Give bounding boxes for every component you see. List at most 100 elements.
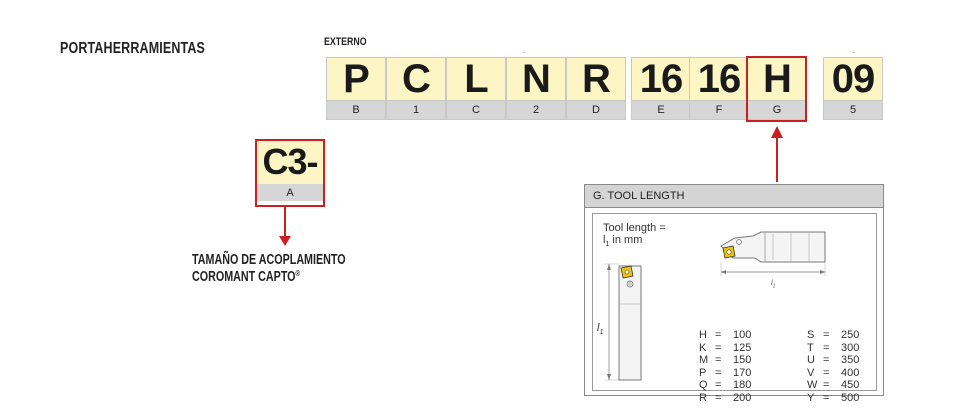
code-key: 1: [386, 100, 446, 120]
code-key: B: [326, 100, 386, 120]
length-arrow-head: [771, 126, 783, 138]
length-code: Y: [807, 391, 815, 404]
length-code: K: [699, 341, 707, 354]
equals-sign: =: [823, 366, 830, 379]
panel-body: Tool length = l1 in mm l1: [592, 213, 877, 404]
length-value: 400: [841, 366, 860, 379]
variant-label: EXTERNO: [324, 36, 367, 48]
code-symbol: H: [747, 57, 807, 101]
length-value: 170: [733, 366, 752, 379]
length-code: S: [807, 329, 815, 341]
tool-top-view-icon: [720, 231, 826, 276]
coupling-symbol: C3-: [256, 140, 324, 184]
code-key: C: [446, 100, 506, 120]
registered-mark: ®: [295, 269, 300, 278]
length-code: W: [807, 379, 818, 391]
coupling-arrow-head: [279, 236, 291, 246]
code-key: D: [566, 100, 626, 120]
length-row: K = 125: [699, 342, 751, 355]
coupling-label-line2: COROMANT CAPTO: [192, 269, 296, 285]
length-row: W=450: [807, 379, 859, 392]
coupling-cell: C3- A: [256, 140, 324, 206]
page-title: PORTAHERRAMIENTAS: [60, 40, 206, 57]
length-value: 100: [733, 329, 752, 341]
separator-tick: [523, 52, 526, 53]
length-code: T: [807, 341, 814, 354]
code-symbol: C: [386, 57, 446, 101]
code-symbol: 09: [823, 57, 883, 101]
tool-length-symbol: l: [603, 234, 606, 246]
equals-sign: =: [823, 379, 830, 391]
length-code: R: [699, 391, 707, 404]
equals-sign: =: [715, 341, 722, 354]
code-symbol: N: [506, 57, 566, 101]
length-row: S = 250: [807, 329, 859, 342]
separator-tick: [852, 52, 855, 53]
length-row: P=170: [699, 367, 751, 380]
side-view-length-label: l1: [597, 322, 603, 336]
tool-length-subscript: 1: [605, 241, 610, 249]
length-row: T = 300: [807, 342, 859, 355]
code-symbol: R: [566, 57, 626, 101]
length-code: U: [807, 354, 815, 366]
equals-sign: =: [715, 354, 722, 366]
equals-sign: =: [715, 366, 722, 379]
panel-title: G. TOOL LENGTH: [585, 185, 883, 208]
equals-sign: =: [823, 329, 830, 341]
length-value: 250: [841, 329, 860, 341]
length-code: V: [807, 366, 815, 379]
length-code: M: [699, 354, 709, 366]
tool-side-view-icon: [605, 263, 642, 381]
tool-length-text: Tool length =: [603, 222, 666, 234]
length-code: Q: [699, 379, 708, 391]
coupling-key: A: [256, 184, 324, 201]
top-view-length-subscript: 1: [772, 283, 776, 290]
length-row: H = 100: [699, 329, 751, 342]
code-key: 5: [823, 100, 883, 120]
length-row: U = 350: [807, 354, 859, 367]
equals-sign: =: [715, 379, 722, 391]
top-view-length-symbol: l: [771, 280, 773, 287]
length-value: 180: [733, 379, 752, 391]
length-value: 350: [841, 354, 860, 366]
length-value: 500: [841, 391, 860, 404]
top-view-length-label: l1: [771, 280, 775, 289]
length-value: 300: [841, 341, 860, 354]
code-symbol: 16: [631, 57, 691, 101]
equals-sign: =: [823, 354, 830, 366]
equals-sign: =: [823, 341, 830, 354]
coupling-highlight-frame: [255, 139, 325, 207]
length-row: M = 150: [699, 354, 751, 367]
code-symbol: P: [326, 57, 386, 101]
length-row: V = 400: [807, 367, 859, 380]
length-code: H: [699, 329, 707, 341]
tool-length-definition: Tool length = l1 in mm: [603, 222, 666, 251]
length-row: Y = 500: [807, 392, 859, 405]
code-symbol: L: [446, 57, 506, 101]
length-row: Q = 180: [699, 379, 751, 392]
side-view-length-subscript: 1: [599, 329, 604, 337]
equals-sign: =: [715, 391, 722, 404]
highlight-frame: [746, 56, 807, 122]
equals-sign: =: [823, 391, 830, 404]
length-value: 200: [733, 391, 752, 404]
length-value: 150: [733, 354, 752, 366]
side-view-length-symbol: l: [597, 322, 600, 334]
coupling-label-line1: TAMAÑO DE ACOPLAMIENTO: [192, 252, 346, 268]
coupling-label: TAMAÑO DE ACOPLAMIENTO COROMANT CAPTO®: [192, 252, 346, 285]
equals-sign: =: [715, 329, 722, 341]
code-symbol: 16: [689, 57, 749, 101]
length-row: R = 200: [699, 392, 751, 405]
length-value: 125: [733, 341, 752, 354]
